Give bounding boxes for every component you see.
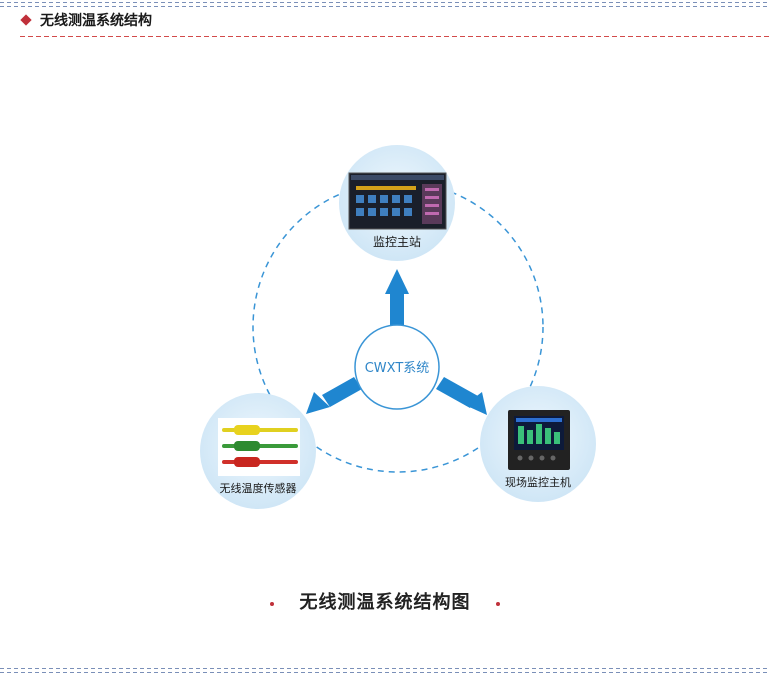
top-border [0, 2, 770, 8]
section-header: 无线测温系统结构 [20, 10, 152, 30]
center-node: CWXT系统 [354, 324, 440, 410]
monitor-screen-icon [348, 172, 447, 230]
monitor-station-node: 监控主站 [339, 145, 455, 261]
center-label: CWXT系统 [365, 361, 430, 376]
field-monitor-label: 现场监控主机 [505, 475, 571, 489]
caption-text: 无线测温系统结构图 [299, 592, 471, 613]
caption-dot-icon [270, 601, 275, 606]
figure-caption: 无线测温系统结构图 [0, 588, 770, 614]
arrow-up-icon [385, 269, 409, 329]
arrow-right-down-icon [436, 377, 487, 415]
bottom-border [0, 668, 770, 674]
sensor-cables-icon [222, 425, 298, 467]
monitor-station-label: 监控主站 [373, 235, 421, 249]
wireless-sensor-node: 无线温度传感器 [200, 393, 316, 509]
caption-dot-icon [495, 601, 500, 606]
field-monitor-node: 现场监控主机 [480, 386, 596, 502]
section-title: 无线测温系统结构 [40, 13, 152, 29]
header-divider [20, 36, 770, 37]
wireless-sensor-label: 无线温度传感器 [220, 481, 297, 495]
field-monitor-device-icon [508, 410, 570, 470]
arrow-left-down-icon [306, 377, 362, 414]
